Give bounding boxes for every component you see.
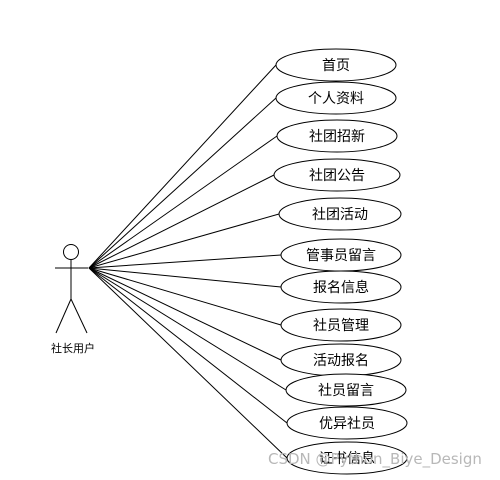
- association-line: [88, 267, 282, 288]
- actor-left-leg: [55, 298, 72, 334]
- association-line: [88, 267, 282, 361]
- use-case-ellipse: [280, 270, 402, 304]
- use-case-ellipse: [276, 119, 398, 153]
- use-case-label: 社团活动: [312, 207, 368, 223]
- association-line: [88, 213, 280, 269]
- association-line: [88, 267, 282, 326]
- use-case-ellipse: [275, 48, 397, 82]
- association-line: [88, 267, 288, 424]
- association-line: [88, 64, 277, 269]
- use-case-ellipse: [286, 406, 408, 440]
- association-line: [88, 97, 277, 269]
- use-case-ellipse: [285, 373, 407, 407]
- actor-head: [63, 244, 79, 260]
- use-case-group: 首页个人资料社团招新社团公告社团活动管事员留言报名信息社员管理活动报名社员留言优…: [273, 48, 408, 475]
- actor-label: 社长用户: [51, 341, 95, 355]
- use-case-label: 证书信息: [319, 450, 375, 467]
- watermark: CSDN @Python_Biye_Design: [268, 450, 482, 468]
- use-case-label: 社团公告: [309, 168, 365, 184]
- association-line: [88, 135, 278, 269]
- use-case-ellipse: [280, 308, 402, 342]
- use-case-ellipse: [286, 441, 408, 475]
- association-line: [88, 267, 287, 391]
- use-case-label: 社员留言: [318, 383, 374, 399]
- use-case-label: 报名信息: [313, 279, 369, 296]
- use-case-ellipse: [275, 81, 397, 115]
- use-case-label: 社团招新: [309, 129, 365, 145]
- use-case-label: 首页: [322, 58, 350, 74]
- use-case-ellipse: [273, 158, 401, 192]
- use-case-ellipse: [278, 197, 402, 231]
- use-case-label: 社员管理: [313, 318, 369, 334]
- use-case-label: 管事员留言: [306, 248, 376, 264]
- use-case-label: 活动报名: [313, 353, 369, 369]
- actor-figure: [55, 244, 88, 334]
- association-line: [88, 267, 288, 459]
- use-case-label: 个人资料: [308, 91, 364, 107]
- association-line: [88, 254, 282, 269]
- association-lines: [88, 64, 288, 459]
- use-case-label: 优异社员: [319, 416, 375, 432]
- actor-right-leg: [70, 298, 88, 334]
- association-line: [88, 174, 275, 269]
